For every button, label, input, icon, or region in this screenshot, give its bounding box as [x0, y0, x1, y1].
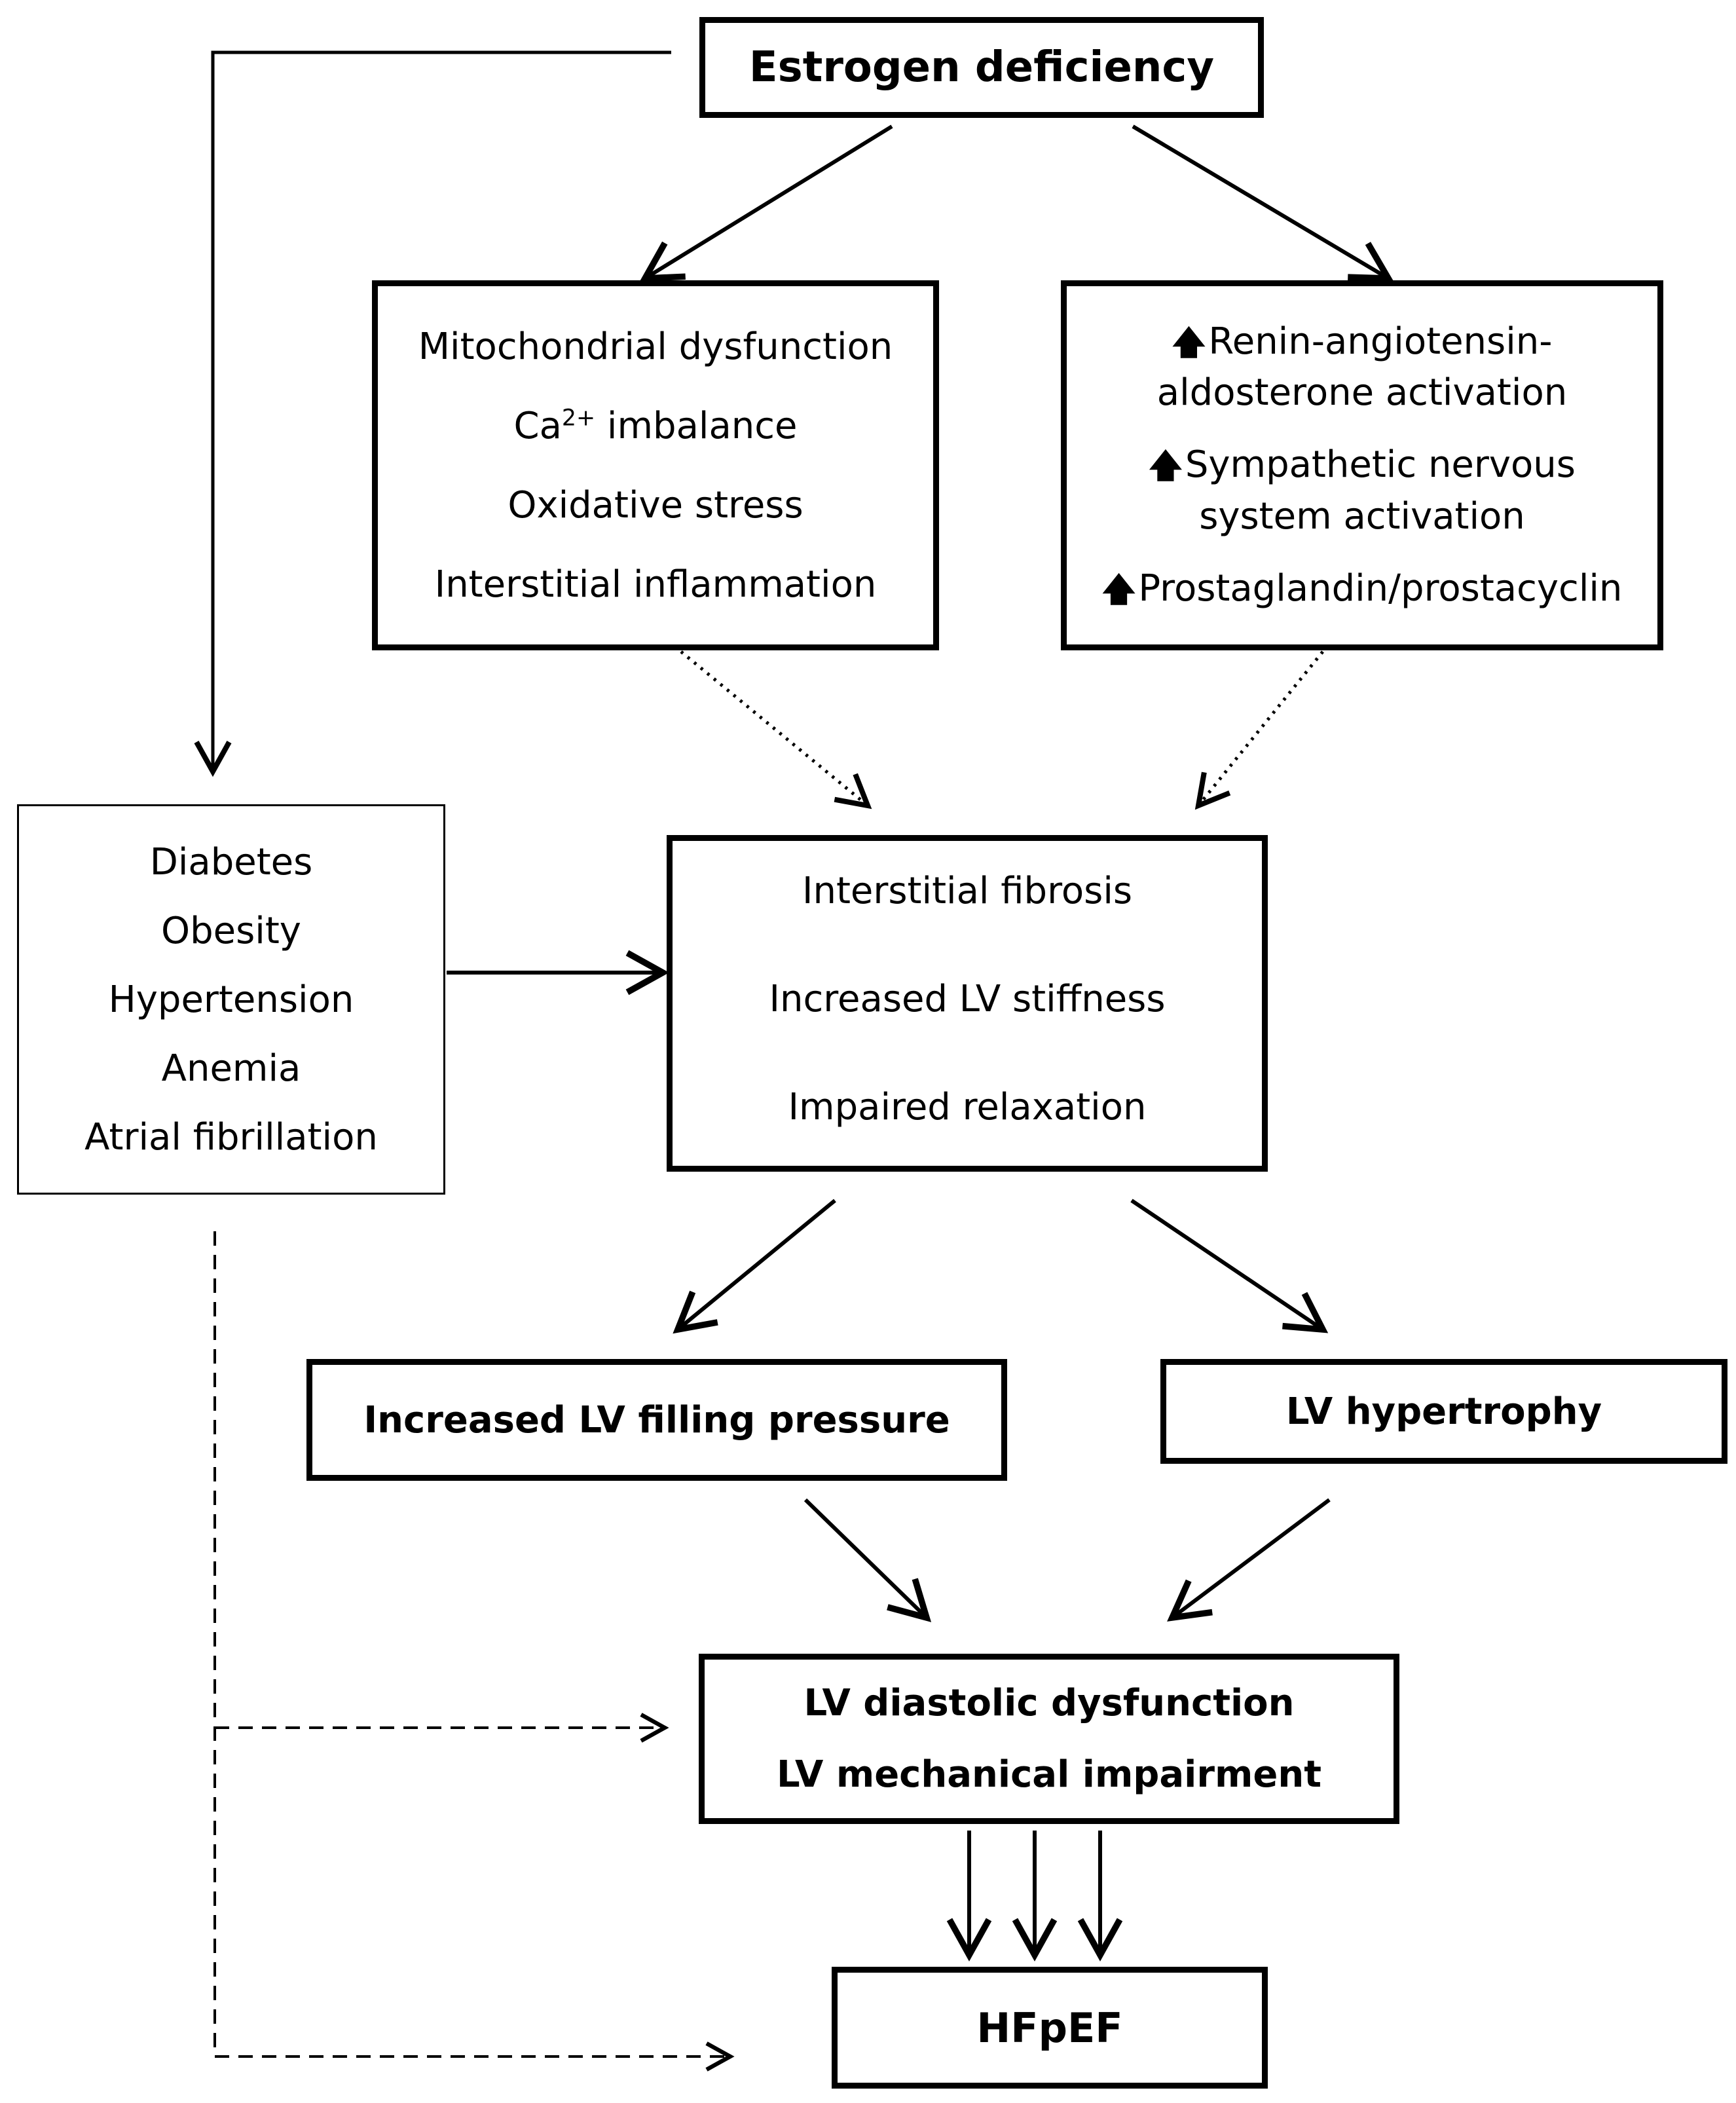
neuro-group-sympathetic: 🡅Sympathetic nervous system activation: [1149, 439, 1576, 542]
arrow-filling-to-dysfunction: [803, 1498, 932, 1622]
dysfunction-item: LV mechanical impairment: [777, 1753, 1321, 1796]
ca-text: Ca: [513, 404, 562, 447]
arrow-estrogen-to-risk: [194, 50, 671, 777]
estrogen-label: Estrogen deficiency: [748, 43, 1215, 92]
arrow-neuro-to-fibrosis: [1194, 650, 1324, 810]
dysfunction-item: LV diastolic dysfunction: [803, 1682, 1295, 1724]
arrow-fibrosis-to-filling: [673, 1199, 836, 1334]
imbalance-text: imbalance: [606, 404, 798, 447]
arrow-estrogen-to-neuro: [1132, 124, 1394, 282]
risk-item: Anemia: [161, 1047, 301, 1090]
node-myocardial-changes: Interstitial fibrosis Increased LV stiff…: [667, 835, 1268, 1172]
neuro-text: Renin-angiotensin-: [1208, 320, 1553, 363]
node-comorbidities: Diabetes Obesity Hypertension Anemia Atr…: [17, 804, 445, 1195]
ca-superscript: 2+: [561, 404, 596, 431]
risk-item: Diabetes: [149, 840, 313, 884]
node-neurohormonal-effects: 🡅Renin-angiotensin- aldosterone activati…: [1061, 280, 1663, 650]
risk-item: Hypertension: [108, 978, 354, 1021]
neuro-text: Prostaglandin/prostacyclin: [1138, 567, 1623, 610]
node-lv-hypertrophy: LV hypertrophy: [1160, 1359, 1727, 1464]
fibrosis-item: Interstitial fibrosis: [802, 870, 1133, 912]
fibrosis-item: Increased LV stiffness: [769, 978, 1166, 1020]
up-arrow-icon: 🡅: [1101, 570, 1136, 609]
neuro-group-prostaglandin: 🡅Prostaglandin/prostacyclin: [1102, 563, 1623, 614]
arrow-lvh-to-dysfunction: [1167, 1498, 1331, 1622]
cellular-item: Interstitial inflammation: [434, 563, 877, 606]
arrow-fibrosis-to-lvh: [1130, 1199, 1329, 1333]
neuro-text: aldosterone activation: [1156, 371, 1568, 414]
arrow-estrogen-to-cellular: [639, 124, 893, 282]
neuro-text: system activation: [1199, 494, 1525, 538]
cellular-item: Oxidative stress: [508, 483, 803, 527]
node-filling-pressure: Increased LV filling pressure: [306, 1359, 1007, 1481]
up-arrow-icon: 🡅: [1172, 322, 1206, 362]
up-arrow-icon: 🡅: [1149, 446, 1183, 485]
node-lv-dysfunction: LV diastolic dysfunction LV mechanical i…: [699, 1654, 1399, 1824]
node-cellular-effects: Mitochondrial dysfunction Ca2+ imbalance…: [372, 280, 939, 650]
arrow-cellular-to-fibrosis: [680, 650, 872, 810]
fibrosis-item: Impaired relaxation: [788, 1086, 1147, 1128]
lvh-label: LV hypertrophy: [1285, 1390, 1602, 1433]
risk-item: Atrial fibrillation: [84, 1115, 378, 1159]
node-estrogen-deficiency: Estrogen deficiency: [699, 17, 1264, 118]
neuro-text: Sympathetic nervous: [1185, 443, 1576, 487]
risk-item: Obesity: [161, 909, 301, 952]
cellular-item-calcium: Ca2+ imbalance: [513, 405, 797, 447]
filling-label: Increased LV filling pressure: [363, 1398, 950, 1442]
hfpef-label: HFpEF: [976, 2003, 1123, 2052]
cellular-item: Mitochondrial dysfunction: [418, 325, 893, 368]
neuro-group-raas: 🡅Renin-angiotensin- aldosterone activati…: [1157, 316, 1567, 419]
node-hfpef: HFpEF: [832, 1967, 1268, 2089]
